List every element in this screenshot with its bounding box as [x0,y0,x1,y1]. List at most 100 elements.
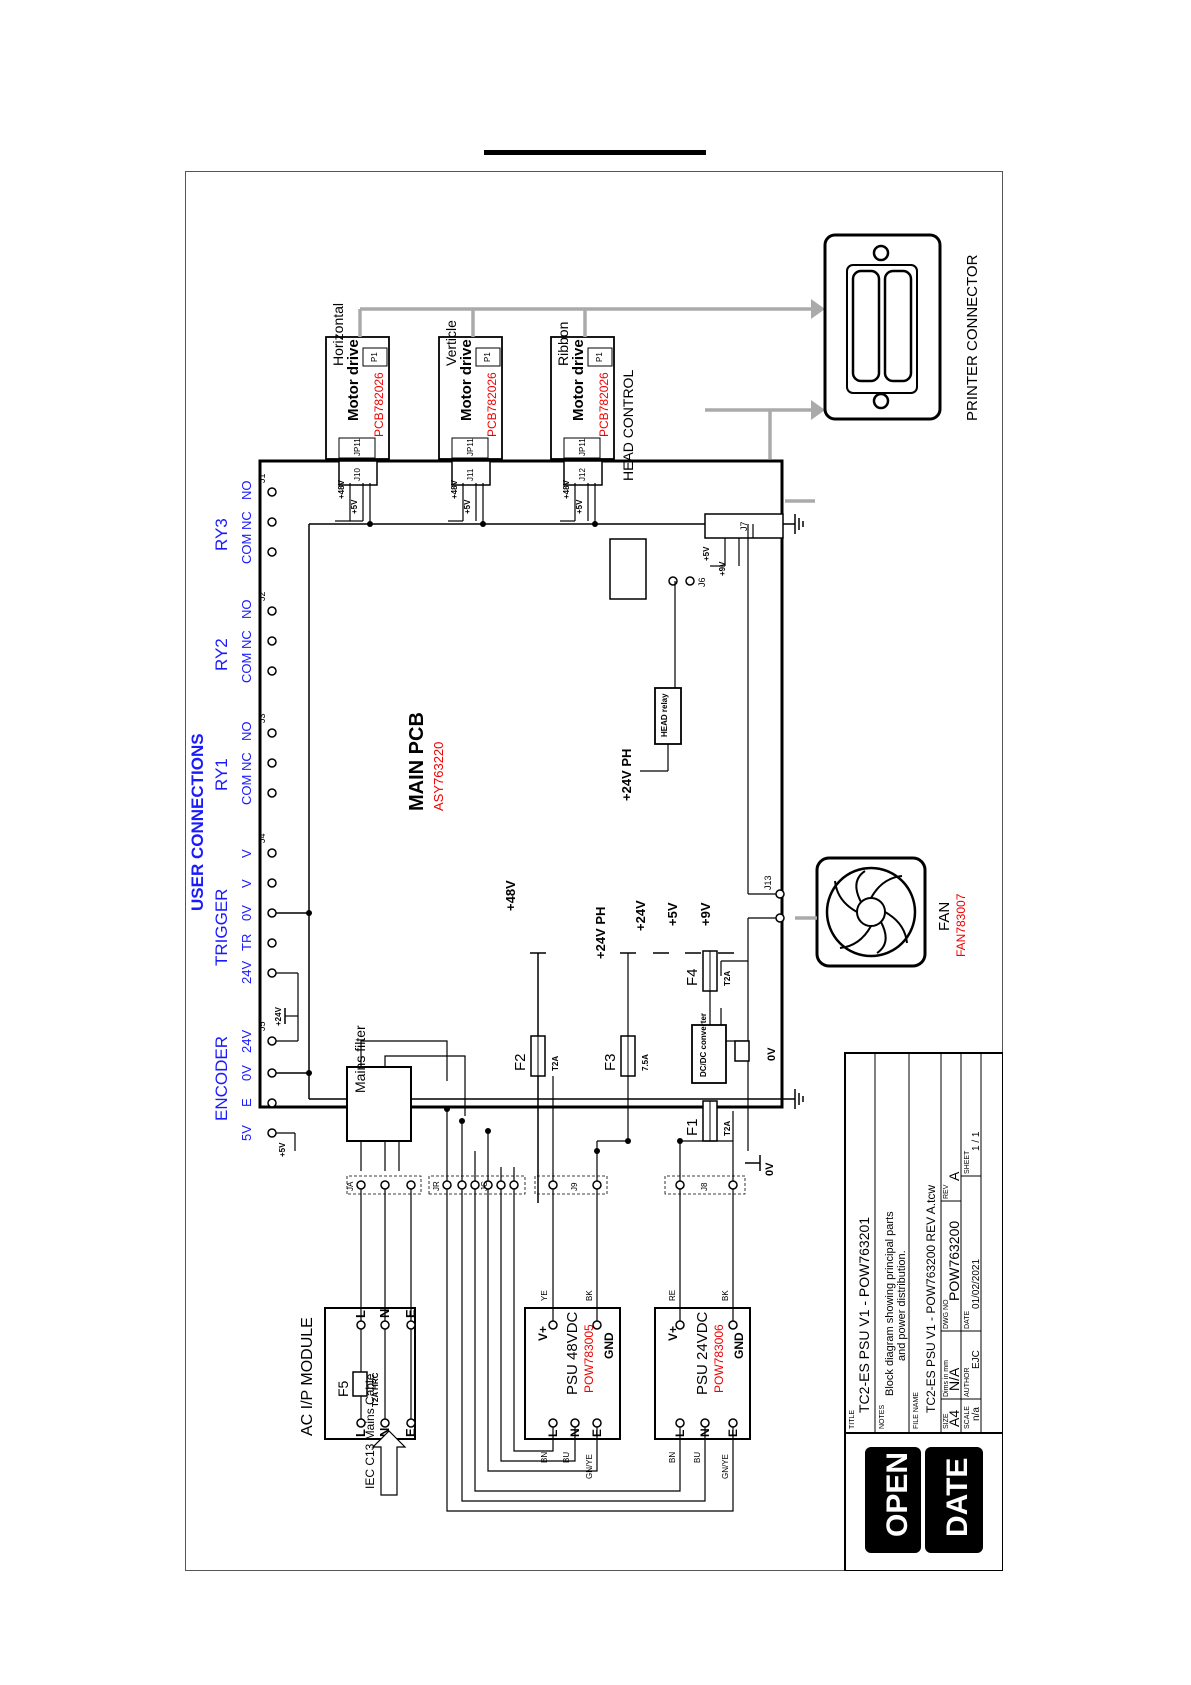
terminal-j4-24v[interactable] [267,968,277,978]
svg-text:EJC: EJC [971,1350,982,1369]
group-ry2: RY2 [212,638,231,671]
terminal-j4-tr[interactable] [267,938,277,948]
mains-cable-label: IEC C13 Mains Cable [363,1373,377,1489]
motor-part-horizontal: PCB782026 [372,372,386,437]
main-pcb-title: MAIN PCB [406,712,428,811]
terminal-j4-v1[interactable] [267,848,277,858]
svg-text:Dims in mm: Dims in mm [943,1360,950,1397]
svg-text:01/02/2021: 01/02/2021 [971,1259,982,1309]
svg-text:RE: RE [668,1290,677,1301]
svg-text:V+: V+ [536,1326,550,1341]
open-date-logo: OPEN DATE [865,1447,983,1553]
svg-text:DWG NO: DWG NO [943,1299,950,1329]
svg-text:REV: REV [943,1184,950,1199]
label-j4-v1: V [239,849,254,858]
motor-name-horizontal: Motor drive [345,339,362,421]
fan-part: FAN783007 [954,893,968,957]
motor-plug-ribbon: P1 [595,352,604,362]
label-j4-v2: V [239,879,254,888]
svg-text:N: N [377,1428,392,1437]
motor-j-verticle: J11 [466,468,475,481]
ground-symbol-bottom [785,1089,804,1109]
svg-text:N/A: N/A [946,1367,962,1391]
terminal-j5-0v[interactable] [267,1068,277,1078]
main-pcb-board [258,459,784,1109]
svg-text:BU: BU [562,1452,571,1463]
motor-drive-ribbon: Ribbon Motor drive PCB782026 P1 JP11 J12 [550,322,615,486]
motor-name-ribbon: Motor drive [570,339,587,421]
bottom-connectors: JA JR JC J9 J8 [346,1175,746,1195]
terminal-j4-0v[interactable] [267,908,277,918]
head-relay: HEAD relay +24V PH [619,581,682,801]
conn-j4: J4 [257,833,267,843]
v-48v: +48V [450,479,459,499]
motor-title-ribbon: Ribbon [555,322,571,366]
user-connections-title: USER CONNECTIONS [188,733,207,911]
svg-text:J8: J8 [700,1182,709,1191]
terminal-j2-no[interactable] [267,606,277,616]
conn-j6: J6 [697,577,707,587]
terminal-j3-no[interactable] [267,728,277,738]
svg-text:BK: BK [721,1290,730,1301]
rail-plus9v: +9V [698,902,713,926]
svg-text:E: E [403,1428,418,1437]
terminal-j2-com[interactable] [267,666,277,676]
terminal-j3-nc[interactable] [267,758,277,768]
label-j2-com: COM [239,653,254,683]
printer-connector-label: PRINTER CONNECTOR [964,254,981,421]
svg-text:F2: F2 [512,1053,529,1071]
terminal-j1-com[interactable] [267,547,277,557]
block-diagram: MAIN PCB ASY763220 [188,233,1003,1571]
printer-connector: PRINTER CONNECTOR [823,233,981,421]
svg-text:JA: JA [346,1181,355,1191]
conn-j1: J1 [257,473,267,483]
terminal-j5-e[interactable] [267,1098,277,1108]
dcdc-converter: DC/DC converter 0V [691,1013,778,1084]
svg-text:1 / 1: 1 / 1 [971,1131,982,1151]
svg-text:DATE: DATE [941,1458,974,1537]
label-j2-no: NO [239,600,254,620]
motor-plug-verticle: P1 [483,352,492,362]
svg-text:F3: F3 [602,1053,619,1071]
group-ry1: RY1 [212,758,231,791]
svg-text:SIZE: SIZE [943,1413,950,1429]
terminal-j5-5v[interactable] [267,1128,277,1138]
label-j1-no: NO [239,481,254,501]
terminal-j5-24v[interactable] [267,1036,277,1046]
label-plus24v-small: +24V [274,1006,283,1026]
terminal-j2-nc[interactable] [267,636,277,646]
title-text: TC2-ES PSU V1 - POW763201 [856,1217,872,1413]
motor-jp-ribbon: JP11 [578,438,587,456]
svg-text:L: L [353,1429,368,1437]
fan-title: FAN [936,902,953,931]
motor-part-verticle: PCB782026 [485,372,499,437]
fuse-f4: F4 T2A [684,950,732,992]
terminal-j1-no[interactable] [267,487,277,497]
svg-text:SCALE: SCALE [964,1406,971,1429]
svg-text:BK: BK [585,1290,594,1301]
svg-text:BU: BU [693,1452,702,1463]
svg-text:JC: JC [480,1181,489,1191]
svg-text:YE: YE [540,1290,549,1301]
rail-plus24v: +24V [633,900,648,931]
terminal-j3-com[interactable] [267,788,277,798]
group-encoder: ENCODER [212,1036,231,1121]
svg-text:AUTHOR: AUTHOR [964,1367,971,1397]
terminal-j4-v2[interactable] [267,878,277,888]
group-trigger: TRIGGER [212,889,231,966]
motor-part-ribbon: PCB782026 [597,372,611,437]
svg-text:GND: GND [602,1332,616,1359]
svg-text:F4: F4 [684,968,701,986]
svg-text:V+: V+ [666,1326,680,1341]
rail-plus48v: +48V [503,880,518,911]
conn-j13: J13 [763,875,773,890]
motor-j-ribbon: J12 [578,468,587,481]
svg-text:SHEET: SHEET [964,1150,971,1174]
drawing-number: POW763200 [946,1221,962,1301]
fan: FAN FAN783007 J13 [763,856,968,968]
terminal-j1-nc[interactable] [267,517,277,527]
svg-text:T2A HRC: T2A HRC [371,1372,380,1407]
svg-text:BN: BN [540,1452,549,1463]
motor-j-horizontal: J10 [353,468,362,481]
label-j2-nc: NC [239,630,254,649]
